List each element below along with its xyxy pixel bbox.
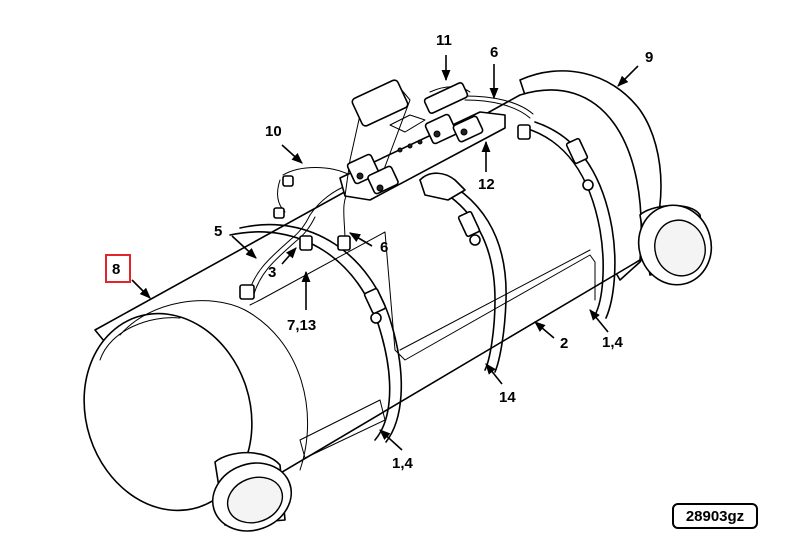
callout-1-4-bottom: 1,4 <box>392 455 414 472</box>
band-middle <box>419 173 507 373</box>
callout-6-top: 6 <box>490 44 498 61</box>
callout-14: 14 <box>499 389 516 406</box>
band-right <box>524 121 616 319</box>
outlet-pipe-left <box>211 451 293 532</box>
callout-2: 2 <box>560 335 568 352</box>
band-left <box>229 223 403 443</box>
inlet-pipe-right <box>637 204 713 286</box>
callout-8: 8 <box>112 261 120 278</box>
sensor-lines <box>247 86 534 298</box>
callout-9: 9 <box>645 49 653 66</box>
callout-10: 10 <box>265 123 282 140</box>
callout-3: 3 <box>268 264 276 281</box>
callout-6-middle: 6 <box>380 239 388 256</box>
housing-body <box>83 70 662 512</box>
callout-12: 12 <box>478 176 495 193</box>
callout-labels: 11 6 9 10 12 5 6 3 8 7,13 2 1,4 14 1,4 <box>112 32 653 472</box>
callout-11: 11 <box>436 32 452 49</box>
callout-5: 5 <box>214 223 222 240</box>
callout-8-highlight <box>105 254 131 283</box>
callout-7-13: 7,13 <box>287 317 316 334</box>
figure-id-label: 28903gz <box>672 503 758 529</box>
sensor-fittings <box>239 124 531 300</box>
callout-1-4-right: 1,4 <box>602 334 624 351</box>
sensor-bracket <box>339 79 506 201</box>
leader-arrows <box>131 55 639 451</box>
